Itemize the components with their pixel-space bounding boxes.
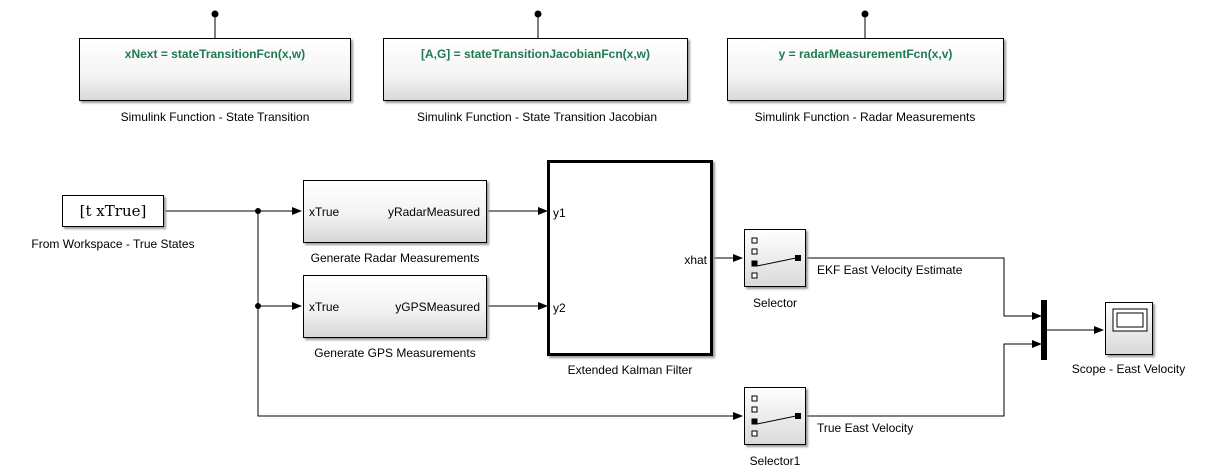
selector-icon — [751, 237, 801, 279]
selector1-block[interactable] — [744, 387, 806, 445]
function-signature: xNext = stateTransitionFcn(x,w) — [124, 47, 306, 61]
function-block-state-transition-jacobian[interactable]: [A,G] = stateTransitionJacobianFcn(x,w) — [383, 38, 688, 101]
selector-label: Selector — [752, 296, 798, 310]
scope-block[interactable] — [1105, 302, 1153, 355]
wire-selector-mux — [806, 257, 1042, 320]
function-label-radar-measurements: Simulink Function - Radar Measurements — [754, 110, 976, 124]
generate-gps-block[interactable]: xTrue yGPSMeasured — [303, 275, 487, 338]
function-block-radar-measurements[interactable]: y = radarMeasurementFcn(x,v) — [727, 38, 1004, 101]
function-trigger-lines — [211, 10, 869, 38]
generate-radar-block[interactable]: xTrue yRadarMeasured — [303, 180, 487, 243]
generate-radar-label: Generate Radar Measurements — [310, 251, 480, 265]
function-block-state-transition[interactable]: xNext = stateTransitionFcn(x,w) — [79, 38, 351, 101]
function-label-state-transition: Simulink Function - State Transition — [120, 110, 310, 124]
function-signature: [A,G] = stateTransitionJacobianFcn(x,w) — [420, 47, 651, 61]
mux-block — [1041, 300, 1047, 360]
signal-label-ekf-estimate: EKF East Velocity Estimate — [817, 263, 963, 277]
gps-out-port: yGPSMeasured — [395, 300, 480, 314]
wire-xtrue-selector1 — [257, 306, 743, 420]
gps-in-port: xTrue — [309, 300, 340, 314]
extended-kalman-filter-block[interactable]: y1 y2 xhat — [547, 160, 713, 356]
selector-icon — [751, 395, 801, 437]
selector-block[interactable] — [744, 229, 806, 287]
ekf-in-port-y1: y1 — [553, 206, 566, 220]
selector1-label: Selector1 — [749, 454, 801, 468]
signal-label-true-velocity: True East Velocity — [817, 421, 914, 435]
scope-label: Scope - East Velocity — [1071, 362, 1186, 376]
radar-out-port: yRadarMeasured — [387, 205, 480, 219]
scope-icon — [1112, 308, 1148, 332]
ekf-in-port-y2: y2 — [553, 301, 566, 315]
wire-selector1-mux — [806, 340, 1042, 417]
generate-gps-label: Generate GPS Measurements — [314, 346, 476, 360]
function-label-state-transition-jacobian: Simulink Function - State Transition Jac… — [416, 110, 658, 124]
from-workspace-block[interactable]: [t xTrue] — [62, 195, 164, 227]
ekf-label: Extended Kalman Filter — [567, 363, 693, 377]
function-signature: y = radarMeasurementFcn(x,v) — [778, 47, 953, 61]
ekf-out-port-xhat: xhat — [684, 253, 707, 267]
radar-in-port: xTrue — [309, 205, 340, 219]
from-workspace-label: From Workspace - True States — [31, 237, 195, 251]
